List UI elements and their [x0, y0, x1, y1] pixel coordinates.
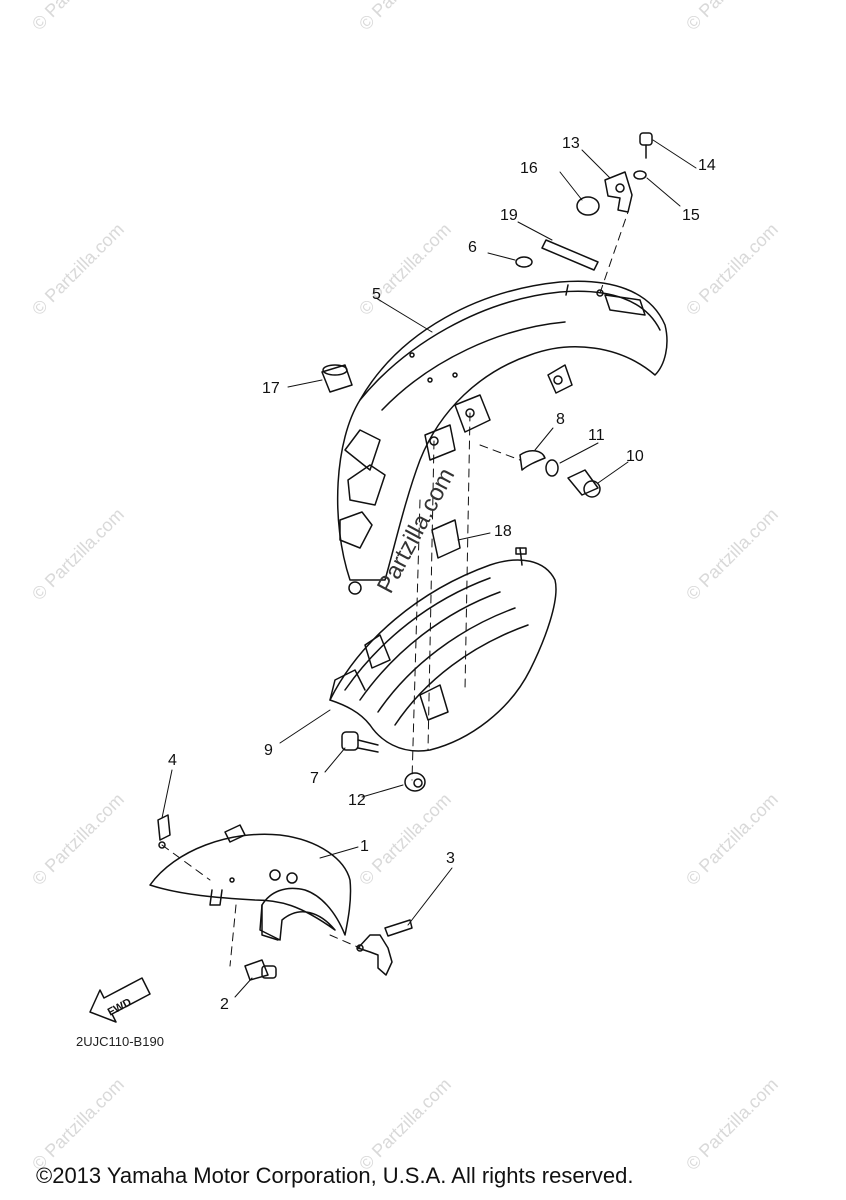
fwd-arrow-icon	[89, 977, 151, 1023]
label-part-19	[541, 239, 599, 271]
callout-13: 13	[562, 135, 580, 152]
callout-14: 14	[698, 157, 716, 174]
bracket-part-13	[604, 171, 633, 213]
callout-12: 12	[348, 792, 366, 809]
callout-19: 19	[500, 207, 518, 224]
callout-4: 4	[168, 752, 177, 769]
copyright-notice: ©2013 Yamaha Motor Corporation, U.S.A. A…	[36, 1163, 634, 1188]
diagram-code: 2UJC110-B190	[76, 1034, 164, 1049]
callout-6: 6	[468, 239, 477, 256]
callout-15: 15	[682, 207, 700, 224]
callout-16: 16	[520, 160, 538, 177]
callout-17: 17	[262, 380, 280, 397]
front-fender-part-1	[149, 824, 352, 941]
callout-2: 2	[220, 996, 229, 1013]
cap-part-16	[576, 196, 600, 216]
pad-part-18	[431, 519, 461, 559]
callout-10: 10	[626, 448, 644, 465]
callout-5: 5	[372, 286, 381, 303]
callout-8: 8	[556, 411, 565, 428]
callout-1: 1	[360, 838, 369, 855]
inner-rear-fender-part-9	[329, 547, 557, 752]
screw-part-14	[639, 132, 653, 159]
bracket-part-3	[356, 919, 413, 976]
collar-part-8	[519, 450, 546, 471]
grommet-part-17	[321, 364, 353, 393]
nut-part-12	[404, 772, 426, 792]
washer-part-11	[545, 459, 559, 477]
fwd-label: FWD	[106, 996, 134, 1018]
callout-9: 9	[264, 742, 273, 759]
callout-18: 18	[494, 523, 512, 540]
leader-lines	[161, 139, 697, 998]
bracket-part-4	[157, 814, 171, 849]
callout-7: 7	[310, 770, 319, 787]
callout-3: 3	[446, 850, 455, 867]
callout-11: 11	[588, 427, 605, 444]
bolt-part-2	[244, 959, 277, 981]
bolt-part-7	[341, 731, 379, 753]
rear-fender-part-5	[336, 280, 668, 595]
bolt-part-10	[567, 469, 601, 498]
alignment-lines	[161, 211, 629, 967]
washer-part-15	[633, 170, 647, 180]
washer-part-6	[515, 256, 533, 268]
